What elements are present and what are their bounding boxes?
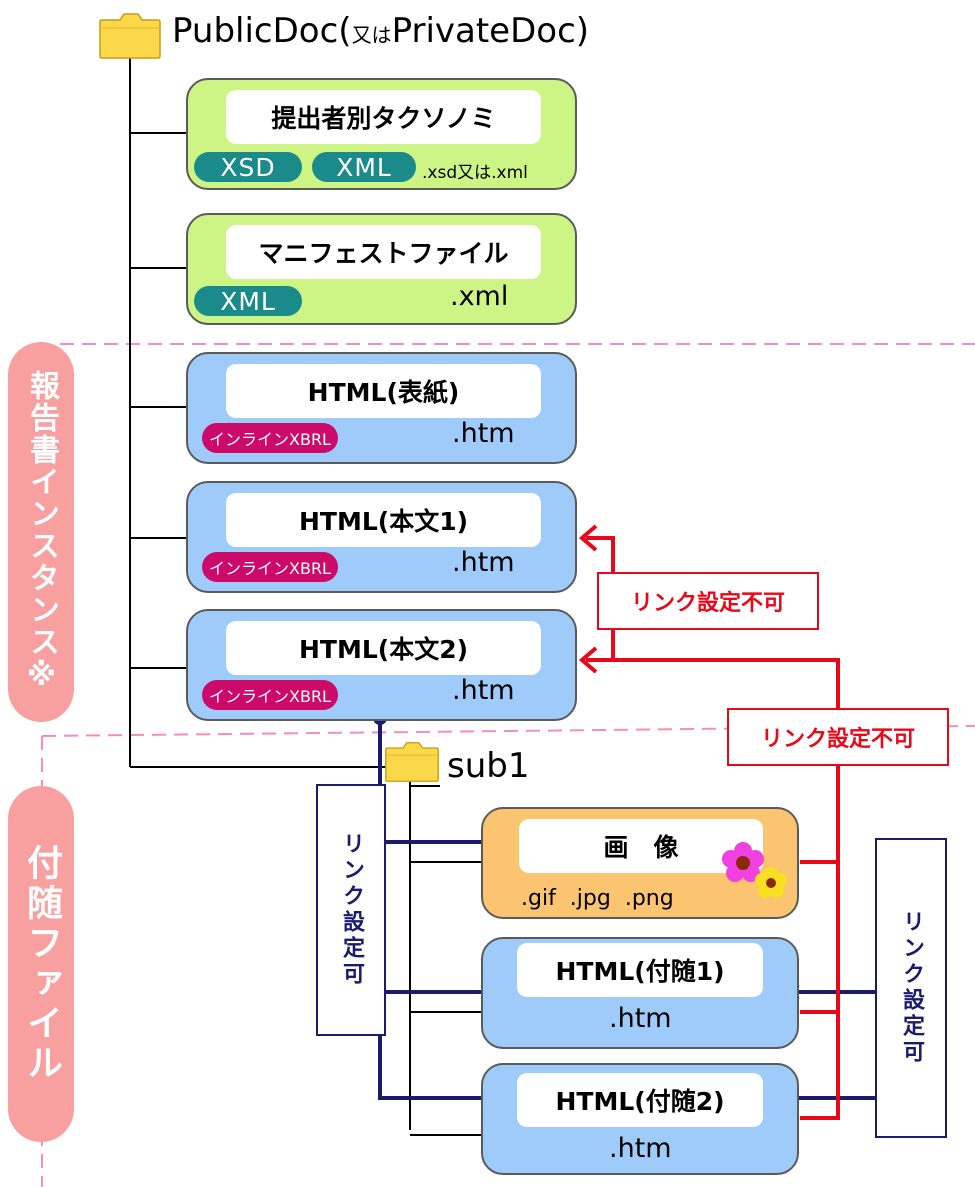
sub-folder-name: sub1 <box>447 746 530 786</box>
file-box-attach1: HTML(付随1) .htm <box>481 937 799 1049</box>
file-box-attach2: HTML(付随2) .htm <box>481 1063 799 1175</box>
file-ext-body1: .htm <box>452 547 515 578</box>
badge-xml-manifest: XML <box>194 286 302 316</box>
file-box-image: 画 像 .gif .jpg .png <box>481 807 799 919</box>
link-not-allowed-label-2: リンク設定不可 <box>727 708 949 766</box>
file-ext-taxonomy: .xsd又は.xml <box>422 163 528 183</box>
link-not-allowed-label-1: リンク設定不可 <box>597 572 819 630</box>
file-box-cover: HTML(表紙) インラインXBRL .htm <box>186 352 577 464</box>
red-arrowhead-body2 <box>578 646 598 674</box>
file-ext-cover: .htm <box>452 418 515 449</box>
file-title-image: 画 像 <box>519 819 763 873</box>
section-label-attached-files-text: 付随ファイル <box>21 844 62 1084</box>
file-title-attach2: HTML(付随2) <box>517 1073 763 1127</box>
link-allowed-label-right: リンク設定可 <box>875 838 947 1138</box>
badge-xsd: XSD <box>194 152 302 182</box>
red-link-from-attached <box>613 658 840 1120</box>
file-title-body1: HTML(本文1) <box>226 493 541 547</box>
section-label-attached-files: 付随ファイル <box>8 786 74 1142</box>
folder-icon <box>99 13 161 59</box>
file-box-body2: HTML(本文2) インラインXBRL .htm <box>186 609 577 721</box>
file-title-cover: HTML(表紙) <box>226 364 541 418</box>
section-label-report-instance: 報告書インスタンス※ <box>8 342 74 722</box>
badge-xml: XML <box>312 152 416 182</box>
root-folder-alt-name: PrivateDoc) <box>391 11 590 51</box>
root-folder-name: PublicDoc(又はPrivateDoc) <box>172 8 589 58</box>
link-allowed-label-right-text: リンク設定可 <box>899 910 924 1066</box>
file-ext-attach2: .htm <box>609 1133 672 1164</box>
file-title-manifest: マニフェストファイル <box>226 225 541 279</box>
file-ext-image: .gif .jpg .png <box>521 886 674 911</box>
badge-inline-xbrl-body2: インラインXBRL <box>202 680 338 710</box>
root-folder-name-main: PublicDoc( <box>172 11 352 51</box>
badge-inline-xbrl-cover: インラインXBRL <box>202 423 338 453</box>
file-box-manifest: マニフェストファイル XML .xml <box>186 213 577 325</box>
red-link-to-body1 <box>586 536 615 572</box>
file-box-taxonomy: 提出者別タクソノミ XSD XML .xsd又は.xml <box>186 78 577 190</box>
badge-inline-xbrl-body1: インラインXBRL <box>202 552 338 582</box>
red-arrowhead-body1 <box>578 524 598 552</box>
file-title-body2: HTML(本文2) <box>226 621 541 675</box>
link-allowed-label-left-text: リンク設定可 <box>339 832 364 988</box>
link-allowed-label-left: リンク設定可 <box>316 784 386 1036</box>
file-ext-attach1: .htm <box>609 1003 672 1034</box>
file-title-taxonomy: 提出者別タクソノミ <box>226 90 541 144</box>
file-ext-manifest: .xml <box>450 281 509 312</box>
sub-folder-icon <box>385 742 439 782</box>
file-box-body1: HTML(本文1) インラインXBRL .htm <box>186 481 577 593</box>
flower-icon <box>722 842 787 898</box>
root-folder-alt: 又は <box>351 23 392 47</box>
section-label-report-instance-text: 報告書インスタンス※ <box>24 369 59 695</box>
file-title-attach1: HTML(付随1) <box>517 943 763 997</box>
file-ext-body2: .htm <box>452 675 515 706</box>
